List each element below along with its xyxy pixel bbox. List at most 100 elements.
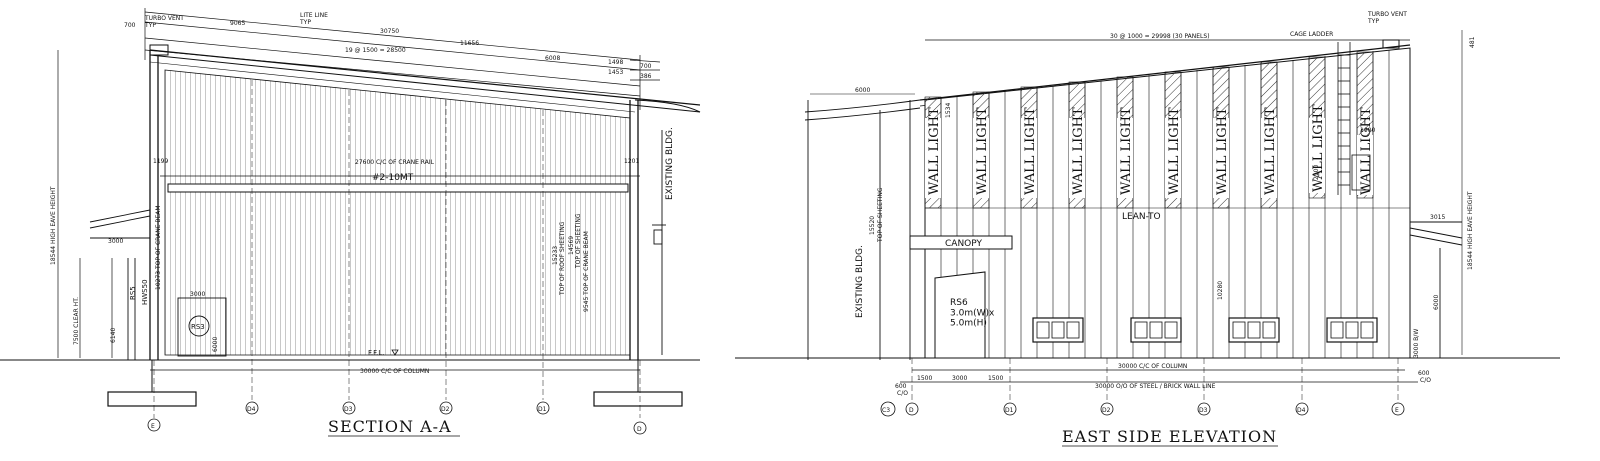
- elev-dim-1000: 1000: [1360, 127, 1375, 134]
- grid-c3: C3: [882, 407, 890, 414]
- elev-co: C/O: [897, 390, 908, 397]
- crane-beam-top-right: 9545 TOP OF CRANE BEAM: [583, 231, 590, 312]
- wall-light-3: WALL LIGHT: [1023, 107, 1038, 195]
- cage-ladder-label: CAGE LADDER: [1290, 31, 1333, 38]
- elev-dim-1500b: 1500: [988, 375, 1003, 382]
- dim-6000: 6000: [212, 337, 219, 352]
- dim-700b: 700: [640, 63, 652, 70]
- dim-14569: 14569: [568, 236, 575, 255]
- dim-6008: 6008: [545, 55, 560, 62]
- clear-height: 7500 CLEAR HT.: [73, 297, 80, 345]
- ffl-label: F.F.L.: [368, 349, 384, 357]
- dim-386: 386: [640, 73, 652, 80]
- grid-d3: D3: [344, 406, 353, 413]
- elev-dim-3000: 3000: [952, 375, 967, 382]
- dim-6140: 6140: [110, 328, 117, 343]
- elev-column-cc: 30000 C/C OF COLUMN: [1118, 363, 1187, 370]
- footing-left: [107, 391, 197, 407]
- cage-ladder: [1337, 42, 1371, 195]
- dim-1201: 1201: [624, 158, 639, 165]
- elev-dim-600b: 600: [1418, 370, 1430, 377]
- panels-dim: 30 @ 1000 = 29998 (30 PANELS): [1110, 33, 1210, 40]
- dim-1199: 1199: [153, 158, 168, 165]
- hws-label: HWS50: [141, 279, 149, 305]
- dim-3000-inner: 3000: [190, 291, 205, 298]
- elev-dim-6000: 6000: [855, 87, 870, 94]
- crane-rail-label: 27600 C/C OF CRANE RAIL: [355, 159, 435, 166]
- elev-grid-e: E: [1395, 407, 1399, 414]
- wall-light-4: WALL LIGHT: [1071, 107, 1086, 195]
- brick-wall-dim: 3000 B/W: [1413, 329, 1420, 358]
- elev-dim-3015: 3015: [1430, 214, 1445, 221]
- section-roof: [149, 49, 701, 113]
- elevation-title: EAST SIDE ELEVATION: [1062, 427, 1277, 446]
- grid-d: D: [637, 426, 642, 433]
- section-grid-lines: [153, 80, 641, 418]
- eave-height-left: 18544 HIGH EAVE HEIGHT: [50, 186, 57, 265]
- wall-light-9: WALL LIGHT: [1311, 104, 1326, 192]
- elev-grid-d4: D4: [1297, 407, 1306, 414]
- elev-grid-d1: D1: [1005, 407, 1014, 414]
- grid-d4: D4: [247, 406, 256, 413]
- crane-capacity: #2-10MT: [372, 173, 414, 183]
- wall-light-5: WALL LIGHT: [1119, 107, 1134, 195]
- existing-bldg-elev: EXISTING BLDG.: [855, 245, 865, 318]
- elev-top-sheeting: TOP OF SHEETING: [877, 187, 884, 243]
- wall-light-labels: WALL LIGHT WALL LIGHT WALL LIGHT WALL LI…: [925, 104, 1374, 198]
- grid-d2: D2: [441, 406, 450, 413]
- elev-dim-1500: 1500: [917, 375, 932, 382]
- rs3-marker: [188, 315, 210, 337]
- section-grid-bubbles: E D4 D3 D2 D1 D: [147, 401, 647, 435]
- wall-light-1: WALL LIGHT: [927, 107, 942, 195]
- wall-light-8: WALL LIGHT: [1263, 107, 1278, 195]
- dim-3000-left: 3000: [108, 238, 123, 245]
- section-title: SECTION A-A: [328, 417, 452, 436]
- crane-beam: [167, 183, 629, 193]
- elevation-right-canopy: [1409, 221, 1463, 358]
- elev-dim-15520: 15520: [869, 216, 876, 235]
- elev-wall-line: 30000 O/O OF STEEL / BRICK WALL LINE: [1095, 383, 1216, 390]
- grid-e: E: [151, 423, 155, 430]
- east-side-elevation: 30 @ 1000 = 29998 (30 PANELS) CAGE LADDE…: [735, 11, 1560, 447]
- existing-bldg-edge: [652, 130, 666, 355]
- elevation-grid-lines: [911, 358, 1399, 402]
- dim-9065: 9065: [230, 20, 245, 27]
- wall-light-7: WALL LIGHT: [1215, 107, 1230, 195]
- elevation-left-canopy: [804, 99, 921, 360]
- dim-30750: 30750: [380, 28, 399, 35]
- canopy-box: [909, 235, 1013, 250]
- top-roof-sheeting: TOP OF ROOF SHEETING: [559, 221, 566, 296]
- dim-19x1500: 19 @ 1500 = 28500: [345, 47, 406, 54]
- elev-dim-10280: 10280: [1217, 281, 1224, 300]
- elevation-windows: [1032, 317, 1378, 343]
- elev-dim-6000b: 6000: [1433, 295, 1440, 310]
- existing-bldg-section: EXISTING BLDG.: [665, 127, 675, 200]
- dim-1498: 1498: [608, 59, 623, 66]
- crane-beam-top: 10273 TOP OF CRANE BEAM: [155, 205, 162, 290]
- section-columns: [149, 50, 639, 360]
- dim-481: 481: [1469, 36, 1476, 48]
- elev-grid-d: D: [909, 407, 914, 414]
- footing-right: [593, 391, 683, 407]
- elev-grid-d3: D3: [1199, 407, 1208, 414]
- rs3-label: RS3: [191, 323, 205, 331]
- eave-height-right: 18544 HIGH EAVE HEIGHT: [1467, 191, 1474, 270]
- elev-dim-1534: 1534: [945, 103, 952, 118]
- top-sheeting: TOP OF SHEETING: [575, 213, 582, 269]
- section-wall-cladding: [164, 69, 631, 356]
- elev-dim-600: 600: [895, 383, 907, 390]
- elev-grid-d2: D2: [1102, 407, 1111, 414]
- section-door: [177, 297, 227, 357]
- rs5-label: RS5: [129, 286, 137, 300]
- dim-1453: 1453: [608, 69, 623, 76]
- dim-15233: 15233: [552, 246, 559, 265]
- elevation-grid-bubbles: C3 D D1 D2 D3 D4 E: [880, 401, 1405, 417]
- section-column-cc: 30000 C/C OF COLUMN: [360, 368, 429, 375]
- elev-dim-2100: 2100: [1313, 165, 1320, 180]
- lean-to-label: LEAN-TO: [1122, 212, 1161, 222]
- section-left-canopy: [89, 209, 151, 360]
